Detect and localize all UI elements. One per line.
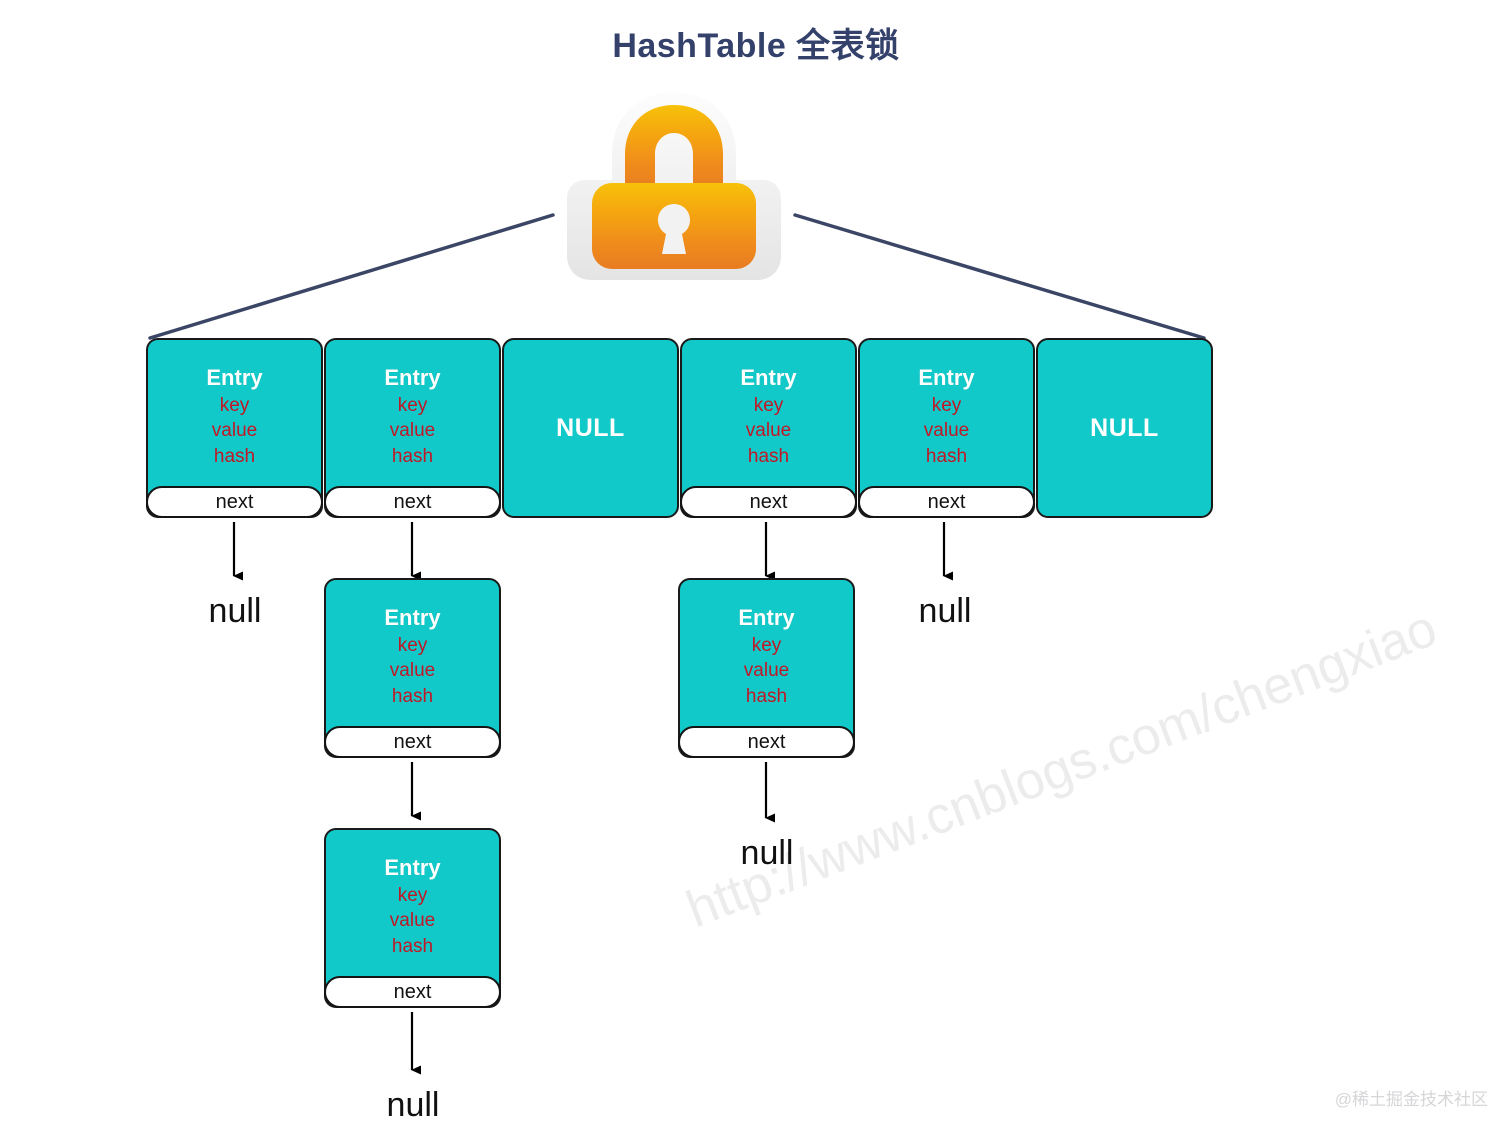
- entry-title: Entry: [918, 365, 975, 390]
- entry-title: Entry: [384, 605, 441, 630]
- next-pointer[interactable]: next: [146, 486, 323, 518]
- field-value: value: [211, 420, 258, 442]
- entry-fields: key value hash: [924, 393, 969, 469]
- null-leaf-bucket0: null: [208, 592, 262, 630]
- next-pointer[interactable]: next: [324, 486, 501, 518]
- chain-node-bucket1-1[interactable]: Entry key value hash next: [324, 578, 501, 758]
- field-key: key: [397, 885, 428, 907]
- bucket-cell-0[interactable]: Entry key value hash next: [146, 338, 323, 518]
- entry-title: Entry: [206, 365, 263, 390]
- entry-fields: key value hash: [390, 393, 435, 469]
- next-pointer[interactable]: next: [324, 976, 501, 1008]
- watermark-brand: @稀土掘金技术社区: [1334, 1090, 1488, 1109]
- entry-fields: key value hash: [212, 393, 257, 469]
- bucket-cell-2[interactable]: NULL: [502, 338, 679, 518]
- field-hash: hash: [745, 685, 788, 707]
- hash-bucket-array: Entry key value hash next Entry key valu…: [146, 338, 1213, 518]
- field-value: value: [923, 420, 970, 442]
- null-leaf-bucket4: null: [918, 592, 972, 630]
- field-value: value: [389, 660, 436, 682]
- entry-fields: key value hash: [746, 393, 791, 469]
- page-title: HashTable 全表锁: [612, 27, 900, 65]
- field-value: value: [743, 660, 790, 682]
- next-pointer[interactable]: next: [858, 486, 1035, 518]
- connector-right: [793, 213, 1206, 340]
- entry-fields: key value hash: [390, 883, 435, 959]
- field-hash: hash: [925, 445, 968, 467]
- entry-fields: key value hash: [744, 633, 789, 709]
- chain-node-bucket1-2[interactable]: Entry key value hash next: [324, 828, 501, 1008]
- connector-left: [148, 213, 555, 340]
- field-key: key: [397, 635, 428, 657]
- entry-title: Entry: [384, 855, 441, 880]
- field-value: value: [389, 420, 436, 442]
- entry-fields: key value hash: [390, 633, 435, 709]
- next-pointer[interactable]: next: [680, 486, 857, 518]
- field-hash: hash: [391, 445, 434, 467]
- field-hash: hash: [213, 445, 256, 467]
- field-hash: hash: [391, 935, 434, 957]
- null-label: NULL: [1090, 413, 1159, 442]
- next-pointer[interactable]: next: [678, 726, 855, 758]
- field-key: key: [397, 395, 428, 417]
- field-hash: hash: [747, 445, 790, 467]
- null-leaf-bucket1: null: [386, 1086, 440, 1124]
- entry-title: Entry: [740, 365, 797, 390]
- bucket-cell-3[interactable]: Entry key value hash next: [680, 338, 857, 518]
- null-label: NULL: [556, 413, 625, 442]
- next-pointer[interactable]: next: [324, 726, 501, 758]
- field-key: key: [753, 395, 784, 417]
- chain-node-bucket3-1[interactable]: Entry key value hash next: [678, 578, 855, 758]
- null-leaf-bucket3: null: [740, 834, 794, 872]
- bucket-cell-4[interactable]: Entry key value hash next: [858, 338, 1035, 518]
- field-value: value: [389, 910, 436, 932]
- field-hash: hash: [391, 685, 434, 707]
- bucket-cell-5[interactable]: NULL: [1036, 338, 1213, 518]
- bucket-cell-1[interactable]: Entry key value hash next: [324, 338, 501, 518]
- field-key: key: [751, 635, 782, 657]
- entry-title: Entry: [384, 365, 441, 390]
- field-key: key: [219, 395, 250, 417]
- field-key: key: [931, 395, 962, 417]
- padlock-icon: [561, 84, 787, 284]
- field-value: value: [745, 420, 792, 442]
- entry-title: Entry: [738, 605, 795, 630]
